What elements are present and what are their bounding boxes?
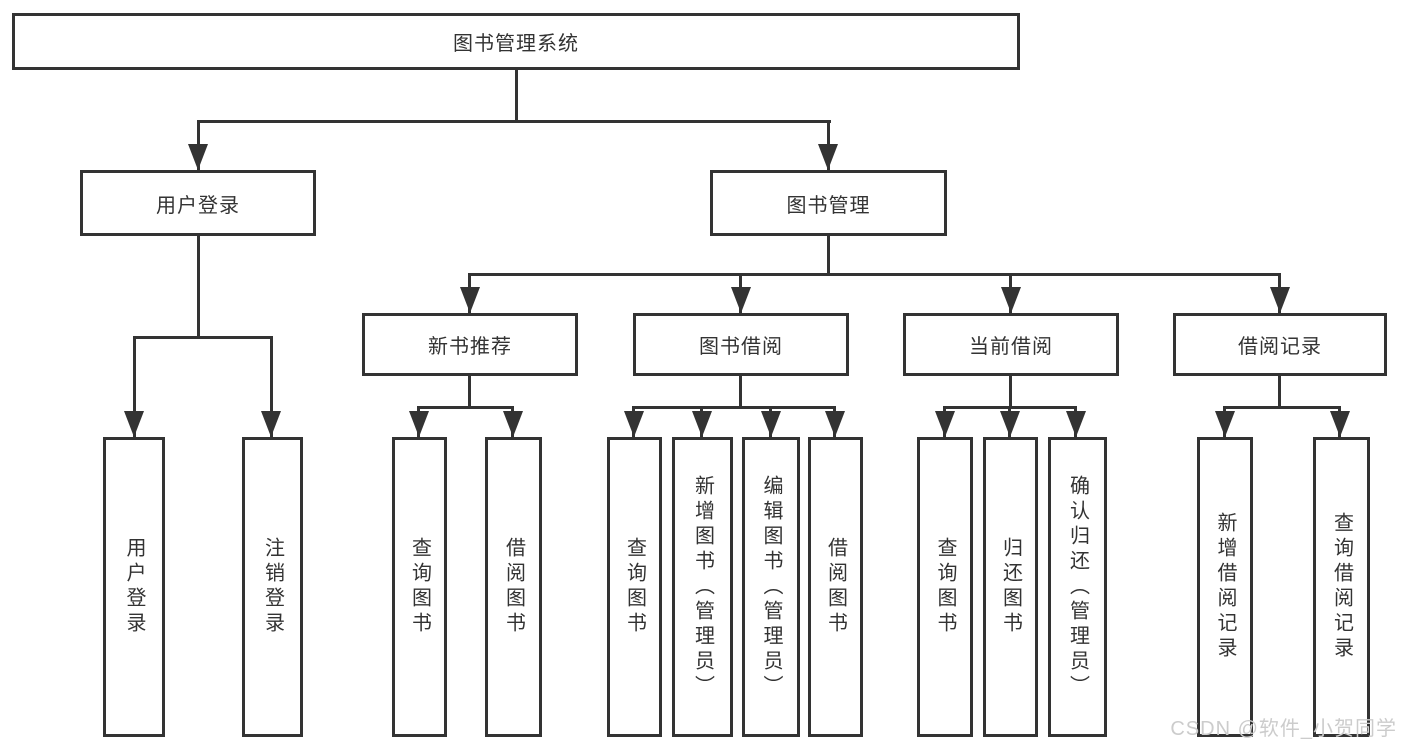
leaf-add-borrow-record: 新增借阅记录 [1197, 437, 1253, 737]
leaf-query-books-1: 查询图书 [392, 437, 447, 737]
leaf-logout-label: 注销登录 [261, 537, 284, 637]
connector [827, 236, 830, 273]
arrowhead-down-icon [731, 287, 751, 313]
node-book-management-label: 图书管理 [786, 194, 871, 217]
connector [417, 406, 514, 409]
node-book-management: 图书管理 [710, 170, 947, 236]
node-root-label: 图书管理系统 [453, 33, 579, 55]
leaf-borrow-books-1: 借阅图书 [485, 437, 542, 737]
arrowhead-down-icon [1330, 411, 1350, 437]
node-user-login: 用户登录 [80, 170, 316, 236]
node-book-borrowing-label: 图书借阅 [699, 336, 783, 358]
node-book-borrowing: 图书借阅 [633, 313, 849, 376]
leaf-logout: 注销登录 [242, 437, 303, 737]
arrowhead-down-icon [124, 411, 144, 437]
connector [133, 336, 136, 437]
leaf-return-books-label: 归还图书 [999, 537, 1022, 637]
leaf-confirm-return-admin: 确认归还（管理员） [1048, 437, 1107, 737]
leaf-borrow-books-2: 借阅图书 [808, 437, 863, 737]
leaf-return-books: 归还图书 [983, 437, 1038, 737]
leaf-borrow-books-2-label: 借阅图书 [824, 537, 847, 637]
connector [197, 120, 831, 123]
arrowhead-down-icon [503, 411, 523, 437]
leaf-user-login: 用户登录 [103, 437, 165, 737]
leaf-query-books-2: 查询图书 [607, 437, 662, 737]
arrowhead-down-icon [1000, 411, 1020, 437]
leaf-edit-books-admin-label: 编辑图书（管理员） [760, 474, 782, 700]
leaf-confirm-return-admin-label: 确认归还（管理员） [1066, 474, 1089, 700]
node-new-book-recommend-label: 新书推荐 [428, 336, 512, 358]
arrowhead-down-icon [935, 411, 955, 437]
connector [270, 336, 273, 437]
node-new-book-recommend: 新书推荐 [362, 313, 578, 376]
csdn-watermark: CSDN @软件_小贺同学 [1170, 718, 1397, 740]
leaf-query-books-3: 查询图书 [917, 437, 973, 737]
leaf-query-books-3-label: 查询图书 [934, 537, 956, 637]
arrowhead-down-icon [409, 411, 429, 437]
node-borrowing-records-label: 借阅记录 [1238, 336, 1322, 358]
leaf-edit-books-admin: 编辑图书（管理员） [742, 437, 800, 737]
arrowhead-down-icon [261, 411, 281, 437]
leaf-query-books-2-label: 查询图书 [623, 537, 646, 637]
node-root: 图书管理系统 [12, 13, 1020, 70]
arrowhead-down-icon [692, 411, 712, 437]
arrowhead-down-icon [1270, 287, 1290, 313]
connector [468, 273, 1281, 276]
connector [133, 336, 273, 339]
arrowhead-down-icon [624, 411, 644, 437]
leaf-add-books-admin-label: 新增图书（管理员） [691, 474, 714, 700]
arrowhead-down-icon [761, 411, 781, 437]
leaf-query-books-1-label: 查询图书 [408, 537, 431, 637]
leaf-borrow-books-1-label: 借阅图书 [502, 537, 525, 637]
connector [468, 376, 471, 406]
arrowhead-down-icon [825, 411, 845, 437]
arrowhead-down-icon [1066, 411, 1086, 437]
connector [632, 406, 836, 409]
node-current-borrowing-label: 当前借阅 [969, 336, 1053, 358]
node-current-borrowing: 当前借阅 [903, 313, 1119, 376]
arrowhead-down-icon [1001, 287, 1021, 313]
connector [197, 236, 200, 336]
leaf-user-login-label: 用户登录 [123, 537, 145, 637]
arrowhead-down-icon [818, 144, 838, 170]
leaf-add-books-admin: 新增图书（管理员） [672, 437, 733, 737]
connector [739, 376, 742, 406]
arrowhead-down-icon [1215, 411, 1235, 437]
connector [1009, 376, 1012, 406]
node-user-login-label: 用户登录 [156, 194, 240, 217]
arrowhead-down-icon [460, 287, 480, 313]
leaf-query-borrow-record: 查询借阅记录 [1313, 437, 1370, 737]
connector [515, 70, 518, 120]
arrowhead-down-icon [188, 144, 208, 170]
node-borrowing-records: 借阅记录 [1173, 313, 1387, 376]
leaf-query-borrow-record-label: 查询借阅记录 [1330, 512, 1353, 662]
leaf-add-borrow-record-label: 新增借阅记录 [1214, 512, 1236, 662]
connector [1223, 406, 1341, 409]
connector [1278, 376, 1281, 406]
